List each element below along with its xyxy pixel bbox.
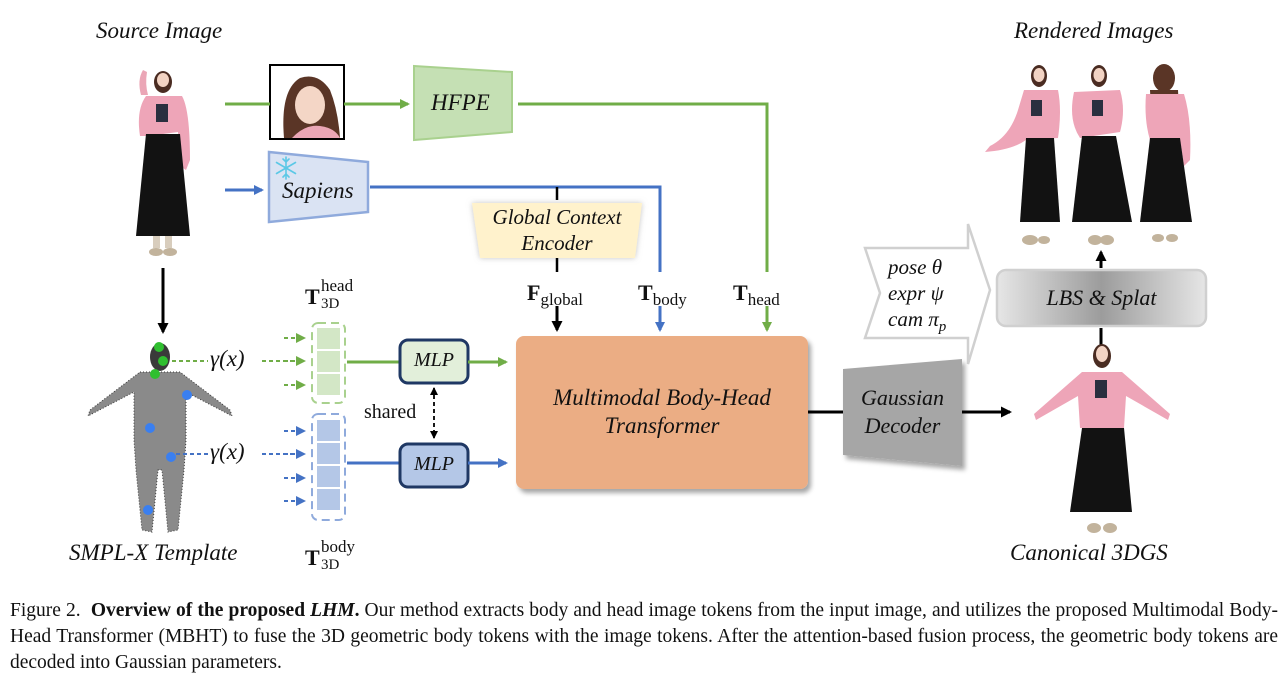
f-sub: global xyxy=(540,290,583,309)
body-token xyxy=(317,420,340,441)
rendered-image-1 xyxy=(985,65,1060,245)
gaussian-decoder-label: Gaussian Decoder xyxy=(843,384,962,440)
lbs-splat-module xyxy=(995,268,1208,328)
t3d-main: T xyxy=(305,545,320,570)
param-cam: cam πp xyxy=(888,306,946,340)
shared-label: shared xyxy=(364,401,417,423)
keypoint-body xyxy=(166,452,176,462)
f-global-token-label: Fglobal xyxy=(527,280,583,310)
gaussian-decoder-module xyxy=(843,359,962,466)
t3d-body-label: T body 3D xyxy=(305,537,355,573)
caption-title-text: Overview of the proposed xyxy=(90,600,311,621)
param-cam-sub: p xyxy=(938,319,947,336)
head-token xyxy=(317,374,340,395)
global-context-encoder-module xyxy=(472,203,642,258)
source-image-figure xyxy=(136,70,190,256)
t3d-sub: 3D xyxy=(321,296,340,312)
snowflake-icon xyxy=(275,156,297,180)
caption-title-end: . xyxy=(354,600,360,621)
t3d-sub: 3D xyxy=(321,557,340,573)
caption-title-italic: LHM xyxy=(310,600,355,621)
mbht-module xyxy=(516,336,808,489)
body-token-stack xyxy=(311,413,346,521)
rendered-images-label: Rendered Images xyxy=(1014,18,1174,43)
params-arrow-shape xyxy=(863,223,992,365)
param-cam-main: cam π xyxy=(888,307,939,331)
decoder-line-2: Decoder xyxy=(864,413,941,438)
mbht-line-2: Transformer xyxy=(604,413,720,438)
canonical-3dgs-figure xyxy=(1034,344,1170,533)
figure-caption: Figure 2. Overview of the proposed LHM. … xyxy=(10,598,1278,676)
mlp-head-label: MLP xyxy=(414,349,454,371)
mlp-body-label: MLP xyxy=(414,453,454,475)
keypoint-head xyxy=(158,356,168,366)
head-token xyxy=(317,328,340,349)
pipeline-diagram xyxy=(87,64,1208,533)
hfpe-label: HFPE xyxy=(431,90,490,115)
rendered-image-3 xyxy=(1140,64,1192,242)
sapiens-module xyxy=(267,150,370,224)
global-context-encoder-label: Global Context Encoder xyxy=(472,204,642,256)
t3d-sup: head xyxy=(321,276,354,295)
param-expr: expr ψ xyxy=(888,281,944,305)
mbht-label: Multimodal Body-Head Transformer xyxy=(516,384,808,440)
rendered-image-2 xyxy=(1072,65,1132,245)
mlp-body-box xyxy=(398,442,470,489)
sapiens-label: Sapiens xyxy=(282,178,354,203)
f-main: F xyxy=(527,280,541,305)
keypoint-head xyxy=(154,342,164,352)
caption-body: Our method extracts body and head image … xyxy=(10,600,1279,673)
t3d-sup: body xyxy=(321,537,355,556)
param-pose: pose θ xyxy=(888,255,943,279)
t-main: T xyxy=(638,280,653,305)
source-image-label: Source Image xyxy=(96,18,223,43)
keypoint-body xyxy=(145,423,155,433)
t-head-token-label: Thead xyxy=(733,280,780,310)
hfpe-module xyxy=(413,64,513,142)
mbht-line-1: Multimodal Body-Head xyxy=(553,385,771,410)
body-token xyxy=(317,489,340,510)
gce-line-1: Global Context xyxy=(492,205,622,229)
face-crop-image xyxy=(269,64,345,140)
t-sub: head xyxy=(747,290,780,309)
keypoint-body xyxy=(143,505,153,515)
decoder-line-1: Gaussian xyxy=(860,385,945,410)
t-body-token-label: Tbody xyxy=(638,280,687,310)
keypoint-head xyxy=(150,369,160,379)
keypoints xyxy=(143,342,192,515)
head-token-stack xyxy=(311,322,346,404)
canonical-3dgs-label: Canonical 3DGS xyxy=(1010,540,1168,565)
t-sub: body xyxy=(652,290,687,309)
figure-number: Figure 2. xyxy=(10,600,81,621)
gamma-x-body-label: γ(x) xyxy=(210,439,245,464)
smplx-template-label: SMPL-X Template xyxy=(69,540,238,565)
body-token xyxy=(317,466,340,487)
t3d-head-label: T head 3D xyxy=(305,276,353,312)
t3d-main: T xyxy=(305,284,320,309)
lbs-splat-label: LBS & Splat xyxy=(1046,285,1157,310)
body-token xyxy=(317,443,340,464)
t-main: T xyxy=(733,280,748,305)
keypoint-body xyxy=(182,390,192,400)
head-token xyxy=(317,351,340,372)
params-label: pose θ expr ψ cam πp xyxy=(888,254,946,340)
gamma-x-head-label: γ(x) xyxy=(210,346,245,371)
caption-title: Overview of the proposed LHM. xyxy=(91,600,360,621)
gce-line-2: Encoder xyxy=(521,231,593,255)
